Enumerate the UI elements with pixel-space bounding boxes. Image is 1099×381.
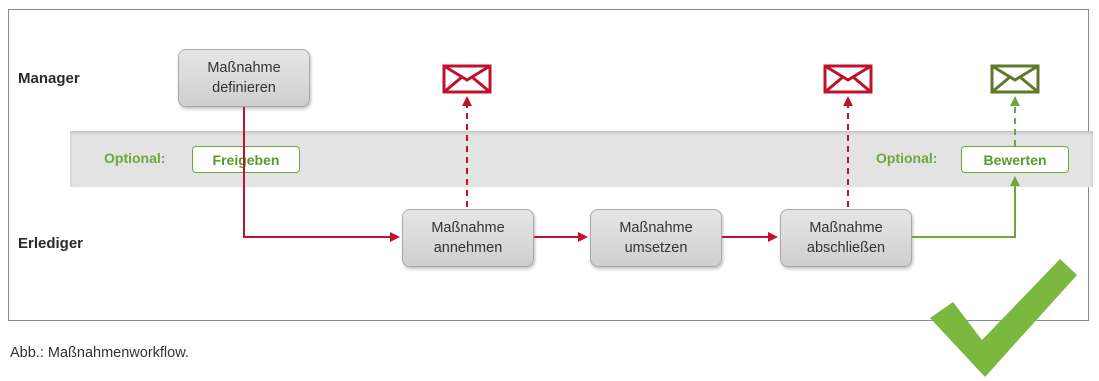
optional-label-right: Optional: xyxy=(876,150,938,166)
lane-label-erlediger: Erlediger xyxy=(18,235,84,252)
step-accept[interactable]: Maßnahme annehmen xyxy=(402,209,534,267)
step-close-line1: Maßnahme xyxy=(809,220,883,236)
step-implement-line1: Maßnahme xyxy=(619,220,693,236)
bewerten-button[interactable]: Bewerten xyxy=(961,146,1069,173)
step-define-line2: definieren xyxy=(212,80,276,96)
figure-caption: Abb.: Maßnahmenworkflow. xyxy=(10,345,189,361)
step-close-line2: abschließen xyxy=(806,240,886,256)
step-accept-line1: Maßnahme xyxy=(431,220,505,236)
envelope-icon-red xyxy=(823,64,873,94)
step-accept-line2: annehmen xyxy=(433,240,503,256)
checkmark-icon xyxy=(930,259,1077,377)
optional-label-left: Optional: xyxy=(104,150,166,166)
flow-define-to-accept xyxy=(243,107,400,242)
step-define[interactable]: Maßnahme definieren xyxy=(178,49,310,107)
lane-label-manager: Manager xyxy=(18,70,80,87)
envelope-icon-green xyxy=(990,64,1040,94)
step-close[interactable]: Maßnahme abschließen xyxy=(780,209,912,267)
step-define-line1: Maßnahme xyxy=(207,60,281,76)
step-implement-line2: umsetzen xyxy=(624,240,688,256)
envelope-icon-red xyxy=(442,64,492,94)
flow-close-to-bewerten xyxy=(912,176,1020,238)
step-implement[interactable]: Maßnahme umsetzen xyxy=(590,209,722,267)
freigeben-button[interactable]: Freigeben xyxy=(192,146,300,173)
